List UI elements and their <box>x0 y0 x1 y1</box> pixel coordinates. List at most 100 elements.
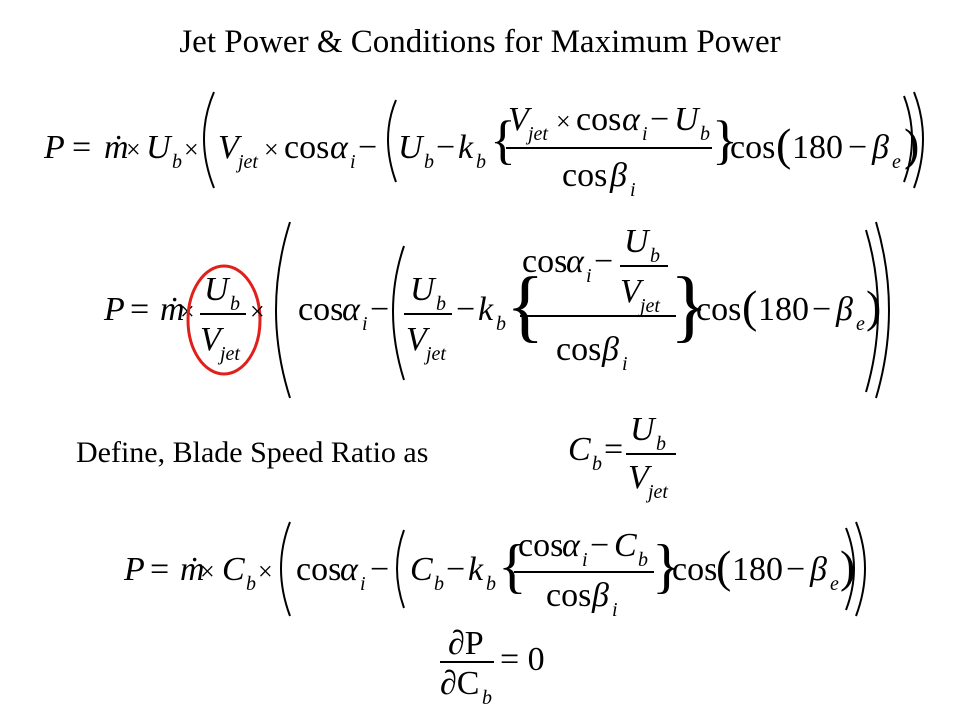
svg-text:jet: jet <box>645 481 668 503</box>
svg-text:cos: cos <box>546 577 591 614</box>
svg-text:×: × <box>184 135 199 164</box>
svg-text:β: β <box>601 331 619 368</box>
svg-text:{: { <box>498 533 527 599</box>
svg-text:}: } <box>670 262 708 350</box>
svg-text:−: − <box>370 291 389 328</box>
svg-text:jet: jet <box>217 343 240 365</box>
paren-open-outer <box>203 91 215 189</box>
svg-text:P: P <box>103 291 125 328</box>
derivative-numerator: ∂P <box>448 625 484 662</box>
svg-text:β: β <box>809 551 827 588</box>
svg-text:U: U <box>674 101 701 138</box>
svg-text:): ) <box>840 541 855 592</box>
equation-jet-power-ratio: P = ṁ × U b V jet × cos α i − U b V jet … <box>103 221 890 399</box>
svg-text:(: ( <box>742 281 757 332</box>
svg-text:−: − <box>436 129 455 166</box>
svg-text:−: − <box>446 551 465 588</box>
svg-text:jet: jet <box>235 151 258 173</box>
svg-text:−: − <box>848 129 867 166</box>
svg-text:(: ( <box>776 119 791 170</box>
svg-text:i: i <box>350 151 356 173</box>
equation-jet-power: P = ṁ × U b × V jet × cos α i − U b − k … <box>43 91 924 201</box>
svg-text:P: P <box>43 129 65 166</box>
svg-text:×: × <box>556 107 571 136</box>
svg-text:α: α <box>562 527 581 564</box>
svg-text:C: C <box>568 431 591 468</box>
svg-text:−: − <box>590 527 609 564</box>
svg-text:=: = <box>150 551 169 588</box>
svg-text:−: − <box>812 291 831 328</box>
svg-text:180: 180 <box>732 551 783 588</box>
svg-text:b: b <box>230 293 240 315</box>
svg-text:ṁ: ṁ <box>180 551 205 588</box>
svg-text:e: e <box>856 313 865 335</box>
svg-text:i: i <box>630 179 636 201</box>
svg-text:U: U <box>146 129 173 166</box>
svg-text:−: − <box>650 101 669 138</box>
svg-text:cos: cos <box>696 291 741 328</box>
svg-text:cos: cos <box>576 101 621 138</box>
svg-text:U: U <box>630 411 657 448</box>
svg-text:cos: cos <box>730 129 775 166</box>
svg-text:i: i <box>360 573 366 595</box>
svg-text:U: U <box>204 271 231 308</box>
svg-text:180: 180 <box>758 291 809 328</box>
svg-text:U: U <box>624 223 651 260</box>
svg-text:jet: jet <box>423 343 446 365</box>
svg-text:b: b <box>656 433 666 455</box>
svg-text:α: α <box>340 551 359 588</box>
svg-text:×: × <box>264 135 279 164</box>
svg-text:b: b <box>700 123 710 145</box>
svg-text:ṁ: ṁ <box>160 291 185 328</box>
equation-power-cb: P = ṁ × C b × cos α i − C b − k b { cos … <box>123 521 866 621</box>
svg-text:C: C <box>410 551 433 588</box>
svg-text:(: ( <box>716 541 731 592</box>
svg-text:×: × <box>126 135 141 164</box>
svg-text:i: i <box>586 265 592 287</box>
svg-text:U: U <box>398 129 425 166</box>
svg-text:C: C <box>222 551 245 588</box>
svg-text:k: k <box>478 291 494 328</box>
svg-text:−: − <box>594 243 613 280</box>
svg-text:=: = <box>72 129 91 166</box>
svg-text:P: P <box>123 551 145 588</box>
highlight-circle <box>186 264 262 376</box>
slide-title: Jet Power & Conditions for Maximum Power <box>179 24 781 60</box>
define-blade-speed-ratio-text: Define, Blade Speed Ratio as <box>76 436 429 469</box>
svg-text:b: b <box>496 313 506 335</box>
svg-text:b: b <box>476 151 486 173</box>
svg-text:cos: cos <box>518 527 563 564</box>
svg-text:b: b <box>638 549 648 571</box>
equation-blade-speed-ratio: C b = U b V jet <box>568 411 676 503</box>
svg-text:e: e <box>830 573 839 595</box>
svg-text:jet: jet <box>637 295 660 317</box>
svg-text:b: b <box>246 573 256 595</box>
svg-text:cos: cos <box>284 129 329 166</box>
svg-text:β: β <box>835 291 853 328</box>
svg-text:U: U <box>410 271 437 308</box>
svg-text:k: k <box>458 129 474 166</box>
svg-text:α: α <box>622 101 641 138</box>
svg-text:i: i <box>642 123 648 145</box>
svg-text:b: b <box>486 573 496 595</box>
svg-text:×: × <box>200 557 215 586</box>
svg-text:=: = <box>604 431 623 468</box>
svg-text:jet: jet <box>525 123 548 145</box>
svg-text:α: α <box>342 291 361 328</box>
svg-text:i: i <box>612 599 618 621</box>
svg-text:cos: cos <box>672 551 717 588</box>
svg-text:i: i <box>582 549 588 571</box>
svg-text:−: − <box>456 291 475 328</box>
svg-text:b: b <box>650 245 660 267</box>
derivative-equals-zero: = 0 <box>500 641 545 678</box>
svg-text:C: C <box>614 527 637 564</box>
svg-text:b: b <box>592 453 602 475</box>
svg-text:b: b <box>172 151 182 173</box>
svg-text:}: } <box>652 533 681 599</box>
svg-text:=: = <box>130 291 149 328</box>
svg-text:−: − <box>358 129 377 166</box>
svg-text:): ) <box>866 281 881 332</box>
svg-text:cos: cos <box>298 291 343 328</box>
equation-derivative-zero: ∂P ∂C b = 0 <box>440 625 545 709</box>
